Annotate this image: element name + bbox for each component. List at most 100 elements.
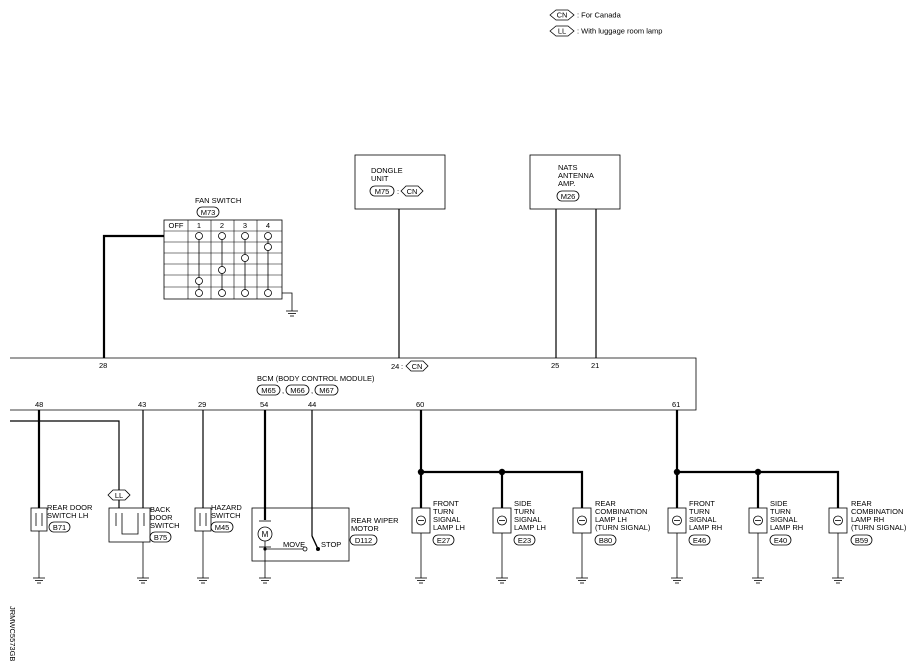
svg-text:FRONT: FRONT <box>433 499 459 508</box>
wiper-label-1: REAR WIPER <box>351 516 399 525</box>
svg-text:TURN: TURN <box>689 507 710 516</box>
svg-text:COMBINATION: COMBINATION <box>851 507 903 516</box>
ground-icon <box>752 577 764 584</box>
rear-combination-lamp-rh: REAR COMBINATION LAMP RH (TURN SIGNAL) B… <box>828 499 907 546</box>
wiper-stop-switch <box>311 535 319 550</box>
bcm-pin-61: 61 <box>672 400 680 409</box>
dongle-label-1: DONGLE <box>371 166 403 175</box>
wire-fan-to-bcm-28 <box>102 234 164 358</box>
ground-icon <box>259 577 271 584</box>
nats-label-3: AMP. <box>558 179 575 188</box>
back-door-switch-ll-marker <box>107 489 131 501</box>
wire-ll-branch <box>10 420 120 490</box>
legend: CN : For Canada LL : With luggage room l… <box>549 9 662 37</box>
bcm-pin-29: 29 <box>198 400 206 409</box>
svg-text:LAMP RH: LAMP RH <box>689 523 722 532</box>
svg-text:,: , <box>282 386 284 395</box>
hazard-switch-connector: M45 <box>215 523 230 532</box>
dongle-tag: CN <box>407 187 418 196</box>
ground-icon <box>496 577 508 584</box>
svg-text::: : <box>397 187 399 196</box>
bcm: 28 24 : CN 25 21 BCM (BODY CONTROL MODUL… <box>10 357 697 411</box>
svg-text:LAMP LH: LAMP LH <box>514 523 546 532</box>
svg-text:SIGNAL: SIGNAL <box>770 515 798 524</box>
wiper-stop-label: STOP <box>321 540 341 549</box>
legend-ll-tag: LL <box>558 27 566 36</box>
ground-icon <box>671 577 683 584</box>
bcm-pin-43: 43 <box>138 400 146 409</box>
fan-switch-grid <box>163 219 283 300</box>
wire-bus-lh <box>421 470 584 508</box>
rear-wiper-motor: M MOVE STOP REAR WIPER MOTOR D112 <box>251 507 399 562</box>
ground-icon <box>197 577 209 584</box>
fan-switch-ground-icon <box>286 310 298 317</box>
bcm-connector-3: M67 <box>319 386 334 395</box>
lamp-icon <box>577 515 587 526</box>
wire-bus-rh <box>677 470 840 508</box>
fan-pos-3: 3 <box>243 221 247 230</box>
svg-text:TURN: TURN <box>514 507 535 516</box>
wiper-connector: D112 <box>355 536 372 545</box>
nats-connector: M26 <box>561 192 576 201</box>
svg-text:LAMP RH: LAMP RH <box>770 523 803 532</box>
nats-label-1: NATS <box>558 163 577 172</box>
side-turn-signal-lamp-rh: SIDE TURN SIGNAL LAMP RH E40 <box>748 499 803 546</box>
svg-text:TURN: TURN <box>433 507 454 516</box>
svg-text:REAR: REAR <box>595 499 616 508</box>
svg-text:LAMP RH: LAMP RH <box>851 515 884 524</box>
ground-icon <box>576 577 588 584</box>
fan-switch: FAN SWITCH M73 OFF 1 2 3 4 <box>163 196 298 317</box>
legend-ll-marker <box>549 25 575 37</box>
fan-switch-contacts <box>195 232 272 297</box>
fan-switch-label: FAN SWITCH <box>195 196 241 205</box>
fan-pos-4: 4 <box>266 221 270 230</box>
rear-comb-lh-connector: B80 <box>599 536 612 545</box>
splice-lh-1 <box>417 468 425 476</box>
ground-icon <box>33 577 45 584</box>
ground-icons <box>33 577 844 584</box>
bcm-pin-54: 54 <box>260 400 268 409</box>
bcm-pin-60: 60 <box>416 400 424 409</box>
rear-comb-rh-connector: B59 <box>855 536 868 545</box>
back-door-switch-label-2: DOOR <box>150 513 173 522</box>
hazard-switch-label-2: SWITCH <box>211 511 241 520</box>
back-door-switch-tag: LL <box>115 491 123 500</box>
svg-text:SIGNAL: SIGNAL <box>689 515 717 524</box>
rear-door-switch-lh: REAR DOOR SWITCH LH B71 <box>30 503 93 533</box>
ground-icon <box>137 577 149 584</box>
nats-antenna-amp: NATS ANTENNA AMP. M26 <box>529 154 621 210</box>
fan-pos-off: OFF <box>169 221 184 230</box>
bcm-connector-1: M65 <box>261 386 276 395</box>
motor-symbol: M <box>262 530 269 539</box>
side-turn-signal-lamp-lh: SIDE TURN SIGNAL LAMP LH E23 <box>492 499 546 546</box>
ground-icon <box>415 577 427 584</box>
bcm-pin-21: 21 <box>591 361 599 370</box>
fan-pos-2: 2 <box>220 221 224 230</box>
svg-text:COMBINATION: COMBINATION <box>595 507 647 516</box>
legend-ll-text: : With luggage room lamp <box>577 27 662 36</box>
legend-cn-tag: CN <box>557 11 568 20</box>
svg-text:FRONT: FRONT <box>689 499 715 508</box>
svg-text:SIGNAL: SIGNAL <box>433 515 461 524</box>
fan-switch-connector: M73 <box>201 208 216 217</box>
bcm-pin-48: 48 <box>35 400 43 409</box>
legend-cn-text: : For Canada <box>577 11 622 20</box>
lamp-icon <box>833 515 843 526</box>
svg-text:TURN: TURN <box>770 507 791 516</box>
splice-rh-1 <box>673 468 681 476</box>
nats-label-2: ANTENNA <box>558 171 594 180</box>
svg-text::: : <box>401 362 403 371</box>
svg-text:,: , <box>311 386 313 395</box>
wiper-label-2: MOTOR <box>351 524 379 533</box>
front-turn-lh-connector: E27 <box>437 536 450 545</box>
svg-text:SIDE: SIDE <box>770 499 788 508</box>
bcm-outline <box>10 357 697 411</box>
svg-text:SIDE: SIDE <box>514 499 532 508</box>
svg-text:LAMP LH: LAMP LH <box>433 523 465 532</box>
wiper-move-label: MOVE <box>283 540 305 549</box>
legend-cn-marker <box>549 9 575 21</box>
bcm-pin-28: 28 <box>99 361 107 370</box>
svg-text:(TURN SIGNAL): (TURN SIGNAL) <box>851 523 907 532</box>
splice-lh-2 <box>498 468 506 476</box>
